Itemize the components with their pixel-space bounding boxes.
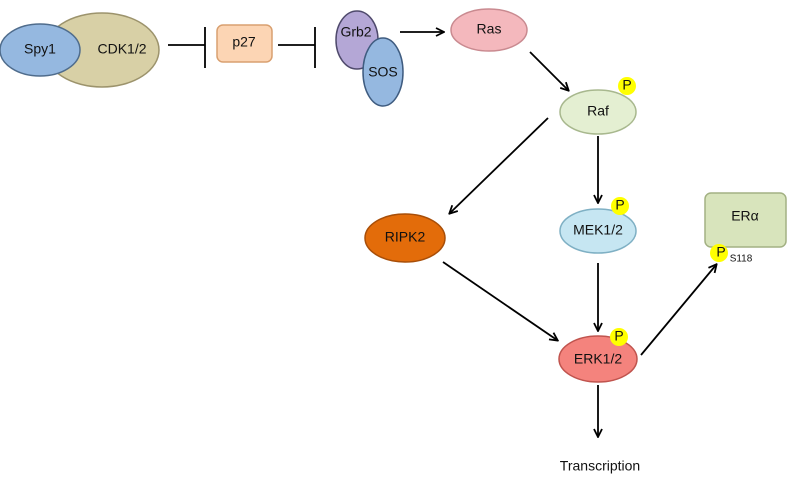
erk-shape — [558, 335, 638, 383]
ras-label: Ras — [477, 21, 502, 37]
node-era: ERα P S118 — [704, 192, 787, 265]
node-spy1: Spy1 — [0, 23, 81, 77]
node-p27: p27 — [216, 24, 273, 63]
p27-shape — [216, 24, 273, 63]
edge-ripk2-erk — [442, 261, 557, 340]
sos-shape — [362, 37, 404, 107]
node-ras: Ras — [450, 8, 528, 52]
raf-shape — [559, 89, 637, 135]
phospho-badge-era — [710, 244, 728, 262]
node-ripk2: RIPK2 — [364, 213, 446, 263]
phospho-badge-mek — [611, 197, 629, 215]
ras-shape — [450, 8, 528, 52]
phospho-badge-raf — [618, 77, 636, 95]
phospho-label-raf: P — [622, 77, 631, 93]
node-sos: SOS — [362, 37, 404, 107]
mek-shape — [559, 208, 637, 254]
phospho-label-mek: P — [615, 197, 624, 213]
grb2-label: Grb2 — [340, 24, 371, 40]
node-raf: Raf P — [559, 77, 637, 135]
node-cdk: CDK1/2 — [44, 12, 160, 88]
sos-label: SOS — [368, 64, 398, 80]
node-erk: ERK1/2 P — [558, 328, 638, 383]
raf-label: Raf — [587, 103, 609, 119]
erk-label: ERK1/2 — [574, 351, 622, 367]
edge-erk-era — [640, 265, 716, 356]
phospho-label-era: P — [716, 244, 725, 260]
era-label: ERα — [731, 208, 759, 224]
era-shape — [704, 192, 787, 248]
phospho-badge-erk — [610, 328, 628, 346]
transcription-label: Transcription — [560, 458, 640, 474]
node-mek: MEK1/2 P — [559, 197, 637, 254]
edge-ras-raf — [529, 51, 568, 90]
spy1-shape — [0, 23, 81, 77]
p27-label: p27 — [232, 34, 256, 50]
ripk2-shape — [364, 213, 446, 263]
ripk2-label: RIPK2 — [385, 229, 426, 245]
mek-label: MEK1/2 — [573, 222, 623, 238]
edge-raf-ripk2 — [450, 117, 549, 213]
cdk-label: CDK1/2 — [97, 41, 146, 57]
spy1-label: Spy1 — [24, 41, 56, 57]
phospho-site-label: S118 — [730, 254, 753, 265]
phospho-label-erk: P — [614, 328, 623, 344]
